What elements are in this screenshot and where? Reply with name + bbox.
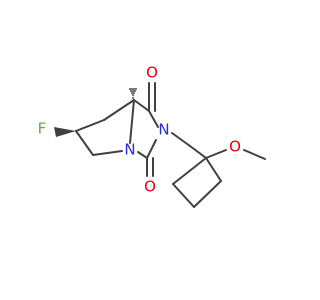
bond-cyclobutane-4: [205, 157, 222, 182]
bond-c6-c5: [75, 130, 94, 156]
atom-oxygen-top: O: [146, 64, 158, 82]
bond-c7a-c1: [133, 99, 150, 112]
atom-nitrogen-imide: N: [158, 121, 169, 139]
hashed-wedge-c7a-hydrogen: [129, 88, 137, 99]
bond-cq-o-methoxy: [205, 149, 227, 159]
bond-n2-c3: [146, 139, 157, 159]
bond-cyclobutane-1: [172, 157, 207, 185]
bond-n4-c7a: [129, 99, 135, 144]
atom-fluorine: F: [38, 120, 47, 138]
wedge-bond-c6-fluorine: [54, 127, 76, 137]
bond-c1-n2: [148, 110, 159, 128]
atom-nitrogen-ring: N: [124, 141, 135, 159]
molecule-structure: F N N O O O: [38, 64, 266, 208]
bond-c7-c7a: [103, 99, 135, 121]
bond-c5-n4: [92, 150, 123, 156]
bond-n2-ch2: [171, 132, 191, 147]
bond-cyclobutane-3: [193, 180, 222, 208]
bond-c3-n4: [137, 151, 148, 159]
atom-oxygen-bottom: O: [144, 178, 156, 196]
atom-oxygen-methoxy: O: [229, 138, 241, 156]
bond-o-methoxy-ch3: [243, 149, 266, 160]
bond-cyclobutane-2: [172, 183, 195, 208]
bond-ch2-cq: [189, 145, 207, 159]
bond-c7-c6: [75, 119, 105, 132]
